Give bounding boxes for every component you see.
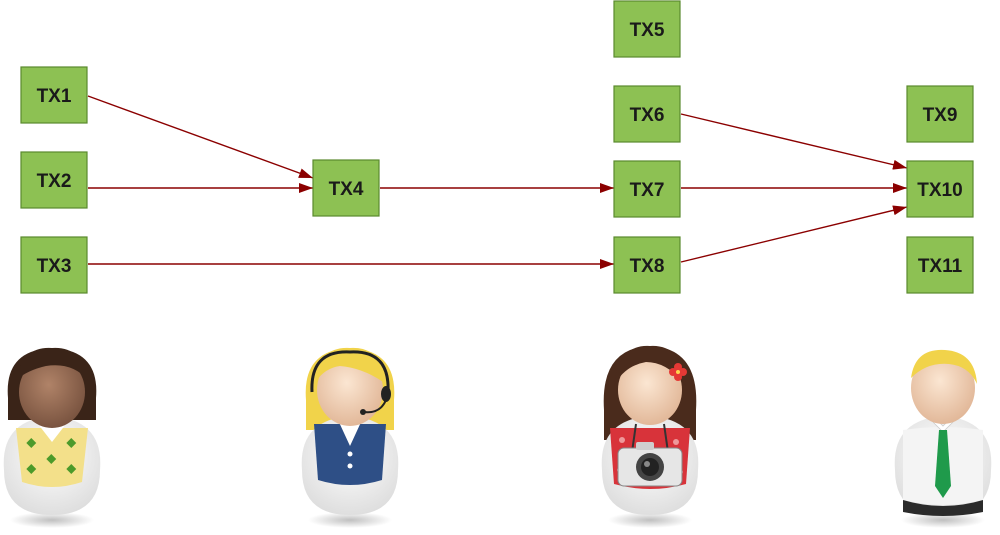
node-label: TX8 (630, 256, 665, 277)
node-label: TX5 (630, 20, 665, 41)
node-box (906, 236, 974, 294)
node-tx6: TX6 (613, 85, 681, 143)
node-box (20, 151, 88, 209)
node-label: TX3 (37, 256, 72, 277)
node-label: TX11 (918, 256, 963, 277)
node-box (906, 85, 974, 143)
node-label: TX1 (37, 86, 72, 107)
node-tx5: TX5 (613, 0, 681, 58)
node-label: TX6 (630, 105, 665, 126)
node-box (20, 66, 88, 124)
businessman-with-tie-avatar-icon (894, 349, 992, 528)
edge-tx6-to-tx10 (680, 113, 908, 170)
node-label: TX7 (630, 180, 665, 201)
headset-operator-avatar-icon (301, 347, 399, 528)
node-tx1: TX1 (20, 66, 88, 124)
node-box (613, 236, 681, 294)
edge-tx8-to-tx10 (680, 205, 908, 263)
node-box (906, 160, 974, 218)
node-tx9: TX9 (906, 85, 974, 143)
node-tx2: TX2 (20, 151, 88, 209)
node-tx10: TX10 (906, 160, 974, 218)
edge-tx1-to-tx4 (87, 95, 314, 179)
node-box (20, 236, 88, 294)
node-box (613, 0, 681, 58)
node-tx7: TX7 (613, 160, 681, 218)
node-label: TX2 (37, 171, 72, 192)
node-box (613, 85, 681, 143)
node-tx4: TX4 (312, 159, 380, 217)
node-label: TX4 (329, 179, 364, 200)
woman-with-camera-avatar-icon (601, 345, 699, 528)
node-label: TX10 (917, 180, 962, 201)
node-tx8: TX8 (613, 236, 681, 294)
node-box (613, 160, 681, 218)
node-tx3: TX3 (20, 236, 88, 294)
edges-layer (87, 95, 908, 269)
node-tx11: TX11 (906, 236, 974, 294)
node-box (312, 159, 380, 217)
node-label: TX9 (923, 105, 958, 126)
woman-avatar-icon (3, 347, 101, 528)
